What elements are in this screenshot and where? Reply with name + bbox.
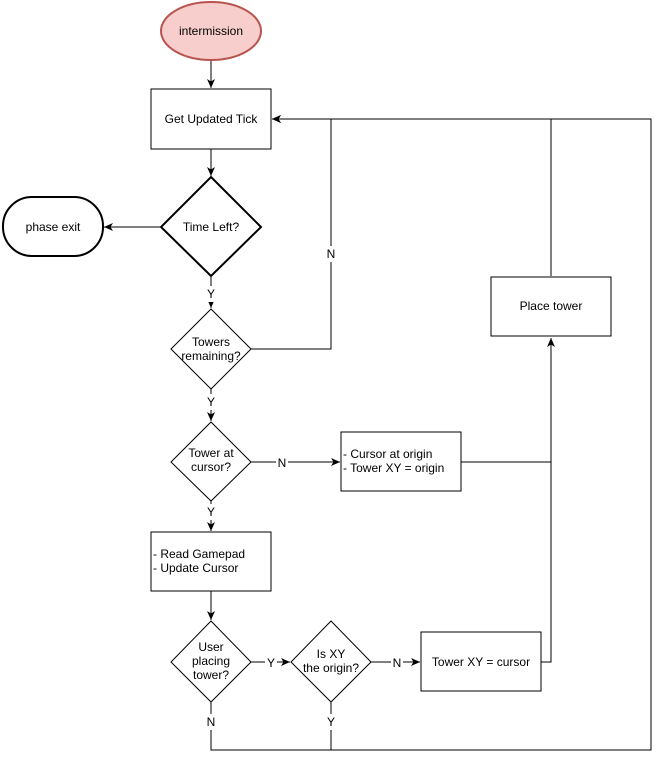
process-box xyxy=(150,88,272,150)
user-placing-line-2: placing xyxy=(192,654,230,668)
read-gamepad-line-1: - Read Gamepad xyxy=(153,547,245,561)
process-box xyxy=(340,431,462,492)
edge-tower-xy-to-place-tower xyxy=(541,462,552,663)
towers-remaining-line-1: Towers xyxy=(192,335,230,349)
node-phase-exit[interactable]: phase exit xyxy=(2,196,104,257)
node-tower-xy-cursor[interactable]: Tower XY = cursor xyxy=(420,631,542,692)
node-is-xy-origin[interactable]: Is XY the origin? xyxy=(290,620,372,703)
label-is-origin-yes: Y xyxy=(327,715,335,729)
label-tower-at-cursor-no: N xyxy=(278,456,287,470)
label-placing-yes: Y xyxy=(267,656,275,670)
decision-diamond xyxy=(170,620,252,703)
decision-diamond xyxy=(170,308,252,390)
tower-at-cursor-line-1: Tower at xyxy=(188,446,234,460)
cursor-origin-line-1: - Cursor at origin xyxy=(343,447,432,461)
start-ellipse xyxy=(160,1,262,61)
decision-diamond xyxy=(290,620,372,703)
label-towers-yes: Y xyxy=(207,395,215,409)
decision-diamond xyxy=(159,175,263,278)
node-get-updated-tick[interactable]: Get Updated Tick xyxy=(150,88,272,150)
node-read-gamepad[interactable]: - Read Gamepad - Update Cursor xyxy=(150,531,272,592)
node-cursor-origin-box[interactable]: - Cursor at origin - Tower XY = origin xyxy=(340,431,462,492)
user-placing-line-3: tower? xyxy=(193,668,229,682)
tower-at-cursor-line-2: cursor? xyxy=(191,460,231,474)
is-xy-origin-line-1: Is XY xyxy=(317,647,346,661)
is-xy-origin-line-2: the origin? xyxy=(303,661,359,675)
decision-diamond xyxy=(170,421,252,502)
label-placing-no: N xyxy=(207,715,216,729)
terminator-shape xyxy=(2,196,104,257)
time-left-label: Time Left? xyxy=(183,220,240,234)
node-place-tower[interactable]: Place tower xyxy=(490,276,612,337)
label-towers-no: N xyxy=(327,247,336,261)
place-tower-label: Place tower xyxy=(520,299,583,313)
node-user-placing[interactable]: User placing tower? xyxy=(170,620,252,703)
user-placing-line-1: User xyxy=(198,640,223,654)
towers-remaining-line-2: remaining? xyxy=(181,349,241,363)
edge-bottom-loop xyxy=(210,115,652,751)
edge-towers-no-loop xyxy=(251,115,332,350)
process-box xyxy=(420,631,542,692)
edge-origin-box-to-place-tower xyxy=(461,338,555,463)
phase-exit-label: phase exit xyxy=(26,220,81,234)
get-updated-tick-label: Get Updated Tick xyxy=(165,112,259,126)
node-time-left[interactable]: Time Left? xyxy=(159,175,263,278)
node-tower-at-cursor[interactable]: Tower at cursor? xyxy=(170,421,252,502)
label-is-origin-no: N xyxy=(393,656,402,670)
process-box xyxy=(490,276,612,337)
read-gamepad-line-2: - Update Cursor xyxy=(153,561,238,575)
intermission-label: intermission xyxy=(179,24,243,38)
label-tower-at-cursor-yes: Y xyxy=(207,505,215,519)
edge-labels: N Y Y N Y Y N N Y xyxy=(205,246,403,730)
cursor-origin-line-2: - Tower XY = origin xyxy=(343,461,444,475)
node-towers-remaining[interactable]: Towers remaining? xyxy=(170,308,252,390)
process-box xyxy=(150,531,272,592)
node-intermission[interactable]: intermission xyxy=(160,1,262,61)
label-time-left-yes: Y xyxy=(207,287,215,301)
tower-xy-cursor-label: Tower XY = cursor xyxy=(432,655,530,669)
